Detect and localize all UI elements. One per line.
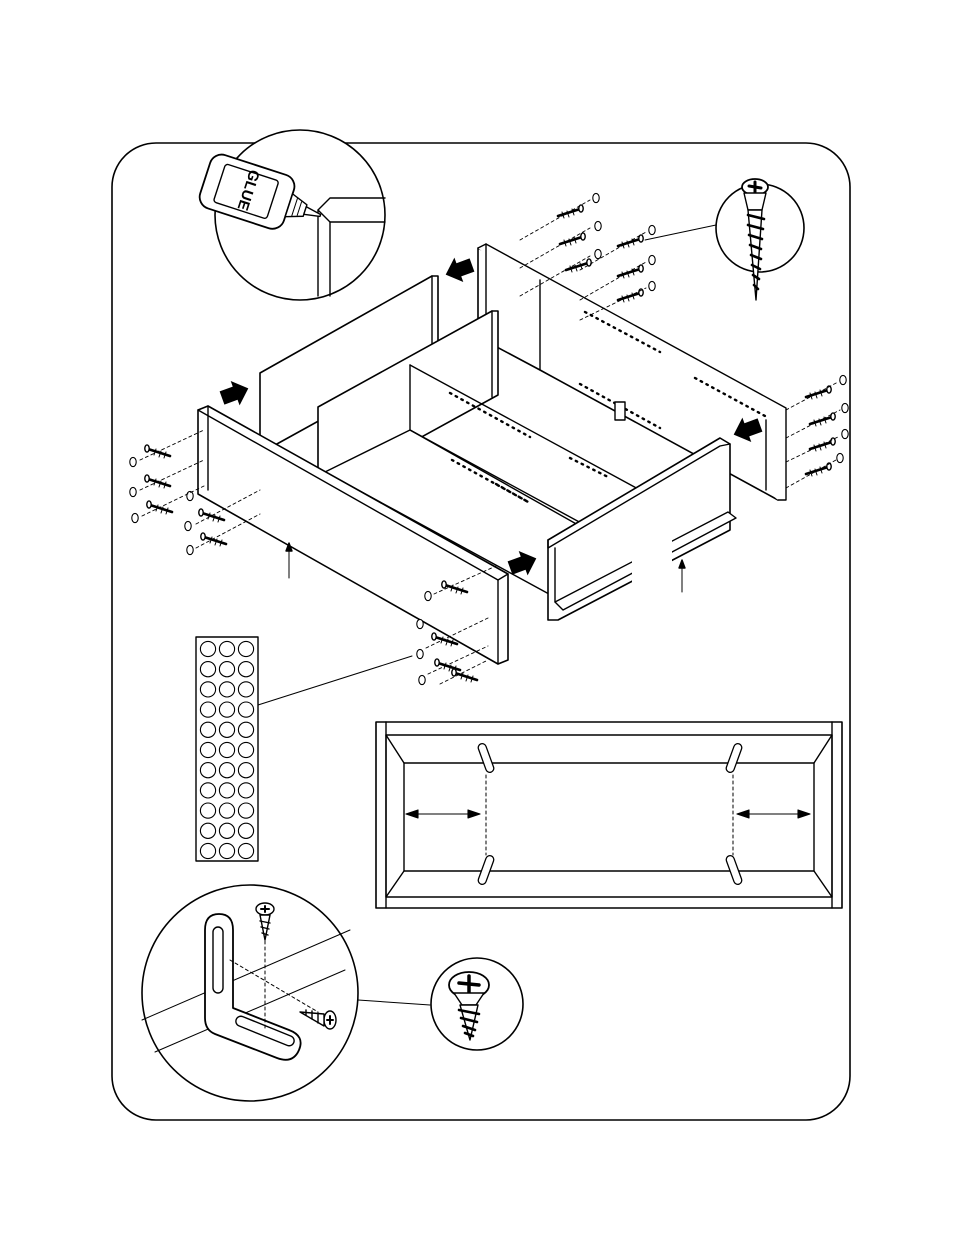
felt-pad-icon — [200, 641, 253, 858]
felt-pad — [238, 843, 253, 858]
felt-pad — [219, 682, 234, 697]
drawer-top-view — [376, 722, 842, 908]
felt-pad — [200, 763, 215, 778]
felt-pad — [219, 641, 234, 656]
felt-pad — [219, 783, 234, 798]
felt-pad — [238, 823, 253, 838]
felt-pad — [200, 783, 215, 798]
felt-pad — [200, 702, 215, 717]
felt-pad — [238, 662, 253, 677]
screw-group-right — [786, 375, 848, 488]
felt-pad — [200, 722, 215, 737]
felt-pad — [238, 783, 253, 798]
felt-pad — [200, 803, 215, 818]
felt-pad — [200, 823, 215, 838]
felt-pad — [238, 641, 253, 656]
felt-pad — [219, 843, 234, 858]
felt-pad — [200, 662, 215, 677]
felt-pad — [200, 843, 215, 858]
felt-pad — [219, 803, 234, 818]
felt-pad — [200, 682, 215, 697]
felt-pad — [219, 702, 234, 717]
bracket-detail — [142, 885, 430, 1101]
felt-pad — [219, 742, 234, 757]
felt-pad — [219, 722, 234, 737]
drawer-assembly — [198, 244, 786, 664]
felt-pad — [238, 763, 253, 778]
felt-pad — [238, 702, 253, 717]
glue-detail: GLUE — [197, 130, 385, 300]
felt-pad — [238, 682, 253, 697]
felt-pad — [238, 742, 253, 757]
felt-pad — [219, 823, 234, 838]
wood-screw-detail — [645, 179, 804, 300]
felt-pad — [219, 763, 234, 778]
felt-pad — [238, 722, 253, 737]
felt-pad — [238, 803, 253, 818]
felt-pad — [200, 641, 215, 656]
screw-detail — [431, 958, 523, 1050]
felt-pad — [200, 742, 215, 757]
felt-pad — [219, 662, 234, 677]
